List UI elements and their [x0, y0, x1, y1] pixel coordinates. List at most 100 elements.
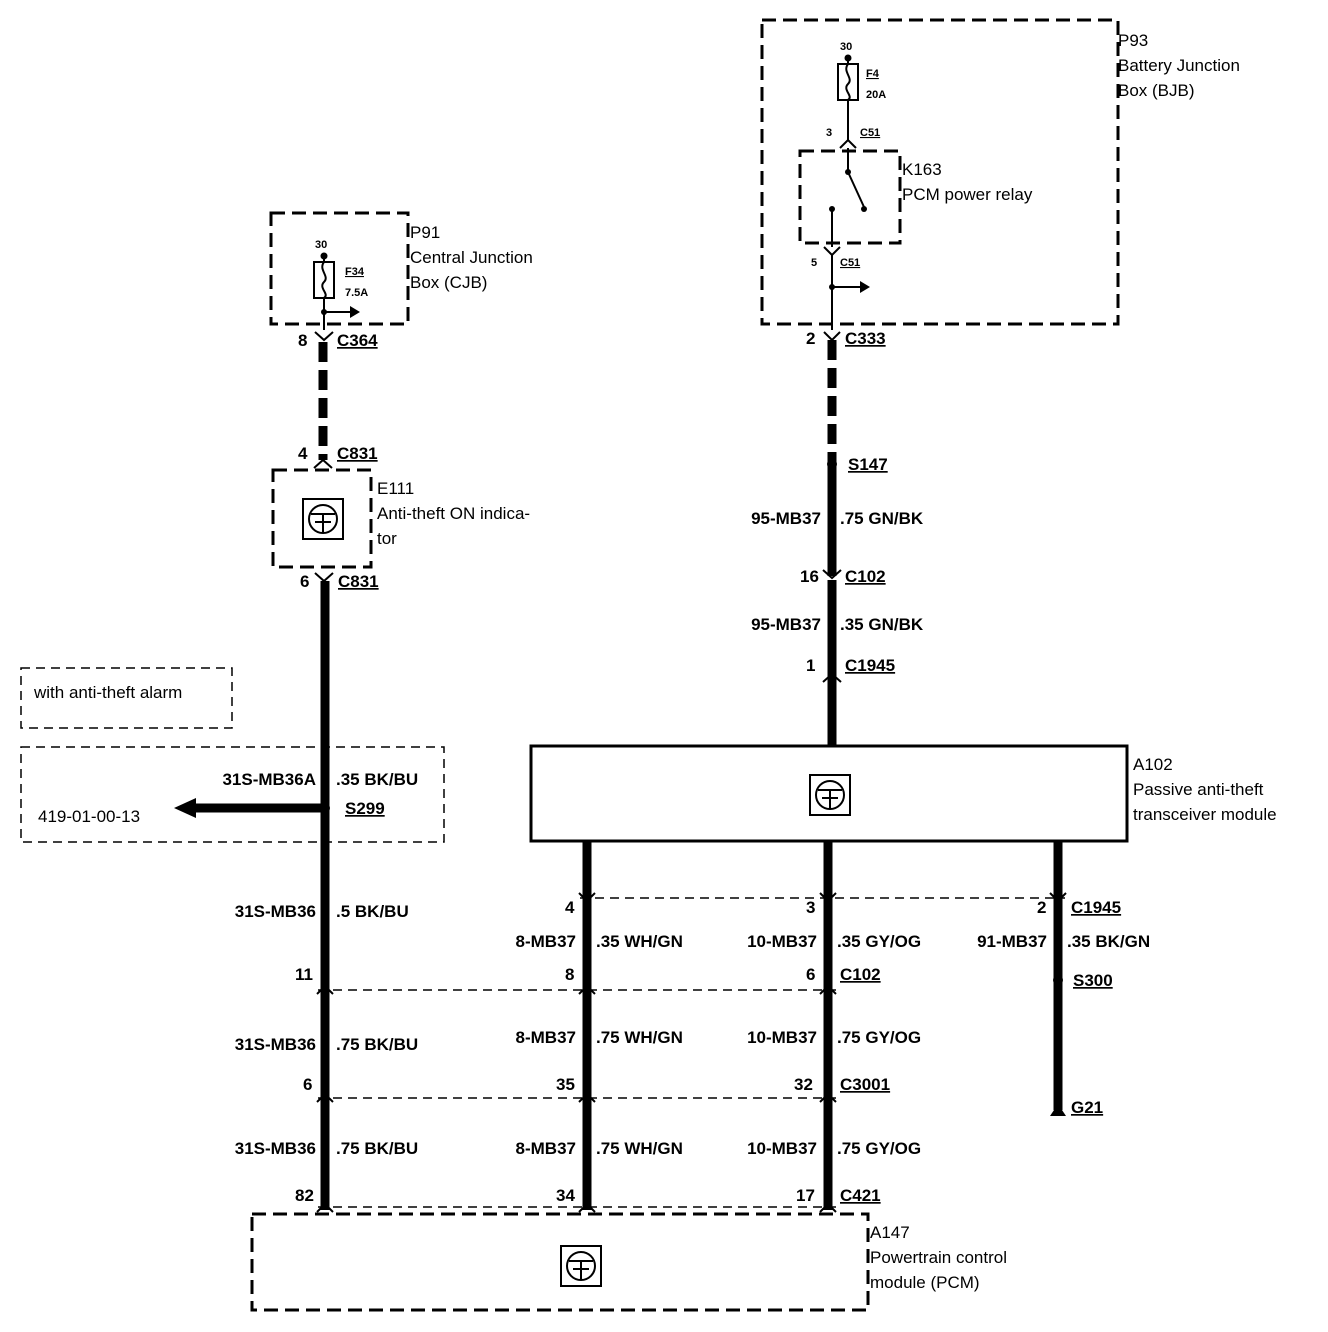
col2-w3-spec: .75 WH/GN	[596, 1139, 683, 1158]
arrow-right-icon	[324, 306, 360, 318]
p91-line2: Box (CJB)	[410, 273, 487, 292]
e111-line2: tor	[377, 529, 397, 548]
alarm-note-label: with anti-theft alarm	[33, 683, 182, 702]
c364-name: C364	[337, 331, 378, 350]
a102-id: A102	[1133, 755, 1173, 774]
c333-chevron	[823, 331, 841, 342]
w95a-circuit: 95-MB37	[751, 509, 821, 528]
s299-box	[20, 746, 445, 843]
col2-w2-circuit: 8-MB37	[516, 1028, 576, 1047]
c1945-name: C1945	[1071, 898, 1121, 917]
p91-line1: Central Junction	[410, 248, 533, 267]
col3-w2-spec: .75 GY/OG	[837, 1028, 921, 1047]
f34-name: F34	[345, 266, 365, 278]
c364-chevron	[314, 331, 334, 342]
p93-line1: Battery Junction	[1118, 56, 1240, 75]
c831-bot-chevron	[314, 572, 334, 583]
relay-switch	[829, 148, 867, 247]
f4-top: 30	[840, 41, 852, 53]
c51-top-pin: 3	[826, 127, 832, 139]
col3-w3-circuit: 10-MB37	[747, 1139, 817, 1158]
ground-icon	[1050, 1104, 1066, 1116]
a147-line1: Powertrain control	[870, 1248, 1007, 1267]
s299-ref: 419-01-00-13	[38, 807, 140, 826]
col4-w1-spec: .35 BK/GN	[1067, 932, 1150, 951]
c831-bot-name: C831	[338, 572, 379, 591]
col1-w3-circuit: 31S-MB36	[235, 1139, 316, 1158]
col1-p2: 6	[303, 1075, 312, 1094]
col3-ptop: 3	[806, 898, 815, 917]
c51-bot-chevron	[823, 246, 841, 257]
c333-pin: 2	[806, 329, 815, 348]
col2-p3: 34	[556, 1186, 575, 1205]
col1-p1: 11	[295, 965, 313, 984]
col3-w1-spec: .35 GY/OG	[837, 932, 921, 951]
p91-box	[269, 211, 410, 326]
c102-r-chevron	[822, 569, 842, 580]
s299-spec: .35 BK/BU	[336, 770, 418, 789]
a102-line2: transceiver module	[1133, 805, 1277, 824]
a102-line1: Passive anti-theft	[1133, 780, 1264, 799]
anti-theft-symbol-icon	[302, 498, 344, 540]
col1-w1-circuit: 31S-MB36	[235, 902, 316, 921]
e111-line1: Anti-theft ON indica-	[377, 504, 530, 523]
fuse-f34	[313, 252, 335, 330]
col2-p2: 35	[556, 1075, 575, 1094]
c102-name: C102	[840, 965, 881, 984]
c102-r-name: C102	[845, 567, 886, 586]
c831-bot-pin: 6	[300, 572, 309, 591]
col3-p3: 17	[796, 1186, 815, 1205]
s299-circuit: 31S-MB36A	[222, 770, 316, 789]
col1-p3: 82	[295, 1186, 314, 1205]
k163-name: PCM power relay	[902, 185, 1033, 204]
col3-p2: 32	[794, 1075, 813, 1094]
c1945-top-chevron	[822, 672, 842, 683]
c831-top-pin: 4	[298, 444, 308, 463]
col1-w1-spec: .5 BK/BU	[336, 902, 409, 921]
a147-box	[250, 1212, 870, 1312]
col2-p1: 8	[565, 965, 574, 984]
s300-dot	[1053, 975, 1063, 985]
c364-pin: 8	[298, 331, 307, 350]
arrow-right-icon	[832, 281, 870, 293]
s300-name: S300	[1073, 971, 1113, 990]
col3-w2-circuit: 10-MB37	[747, 1028, 817, 1047]
c1945-top-name: C1945	[845, 656, 895, 675]
col3-p1: 6	[806, 965, 815, 984]
anti-theft-symbol-icon	[560, 1245, 602, 1287]
c51-bot-name: C51	[840, 257, 860, 269]
c51-top-name: C51	[860, 127, 880, 139]
w95b-circuit: 95-MB37	[751, 615, 821, 634]
col1-w2-circuit: 31S-MB36	[235, 1035, 316, 1054]
s147-name: S147	[848, 455, 888, 474]
w95b-spec: .35 GN/BK	[840, 615, 924, 634]
c51-bot-pin: 5	[811, 257, 817, 269]
p93-id: P93	[1118, 31, 1148, 50]
col2-w1-circuit: 8-MB37	[516, 932, 576, 951]
p93-box	[760, 18, 1120, 326]
col2-ptop: 4	[565, 898, 575, 917]
c1945-top-pin: 1	[806, 656, 815, 675]
col4-w1-circuit: 91-MB37	[977, 932, 1047, 951]
f34-top: 30	[315, 239, 327, 251]
f4-rating: 20A	[866, 89, 886, 101]
c831-top-name: C831	[337, 444, 378, 463]
s299-name: S299	[345, 799, 385, 818]
e111-box	[271, 468, 373, 569]
p93-line2: Box (BJB)	[1118, 81, 1195, 100]
e111-id: E111	[377, 479, 414, 498]
w95a-spec: .75 GN/BK	[840, 509, 924, 528]
a147-id: A147	[870, 1223, 910, 1242]
p91-id: P91	[410, 223, 440, 242]
f34-rating: 7.5A	[345, 287, 368, 299]
f4-name: F4	[866, 68, 880, 80]
col3-w1-circuit: 10-MB37	[747, 932, 817, 951]
col1-w3-spec: .75 BK/BU	[336, 1139, 418, 1158]
arrow-left-icon	[174, 798, 325, 818]
c102-r-pin: 16	[800, 567, 819, 586]
c3001-name: C3001	[840, 1075, 890, 1094]
anti-theft-symbol-icon	[809, 774, 851, 816]
c51-top-chevron	[839, 138, 857, 149]
fuse-f4	[837, 54, 859, 140]
